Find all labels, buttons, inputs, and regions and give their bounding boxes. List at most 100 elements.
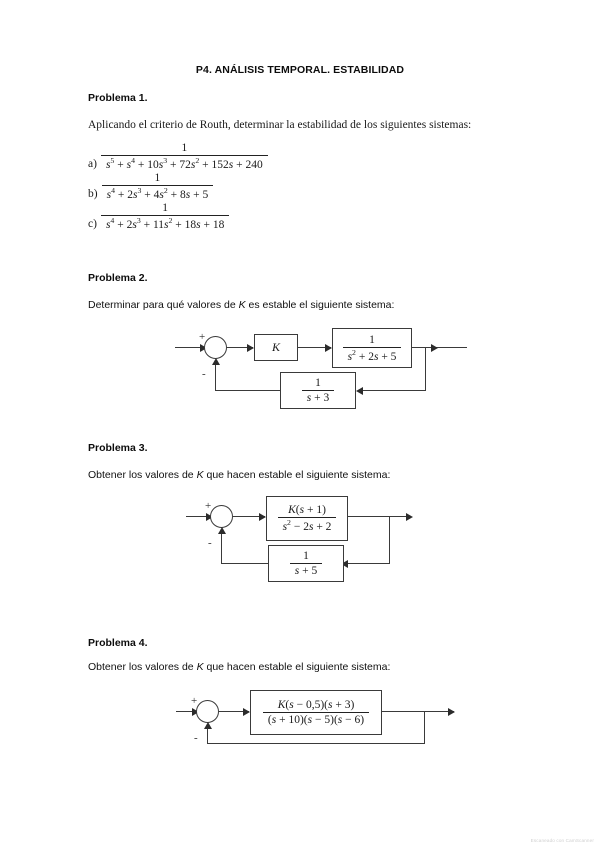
p3-feedback-return-wire [344,563,390,564]
p4-plant-input-arrow-icon [243,707,250,716]
p4-summing-junction [196,700,219,723]
item-c-numerator: 1 [162,202,169,214]
p4-sum-to-plant-wire [219,711,249,712]
p4-feedback-tap-wire [424,711,425,744]
problem-3-heading: Problema 3. [88,442,148,454]
problem-4-statement: Obtener los valores de K que hacen estab… [88,661,390,673]
problem-3-statement-after: que hacen estable el siguiente sistema: [203,469,391,481]
problem-1-item-a: a) 1 s5 + s4 + 10s3 + 72s2 + 152s + 240 [88,142,268,171]
p3-feedback-to-sum-wire [221,563,268,564]
p4-plant-fraction: K(s − 0,5)(s + 3) (s + 10)(s − 5)(s − 6) [262,698,370,726]
problem-4-block-diagram: + - K(s − 0,5)(s + 3) (s + 10)(s − 5)(s … [176,690,456,752]
problem-3-statement-var: K [196,469,204,481]
problem-2-statement-after: es estable el siguiente sistema: [245,299,395,311]
p3-sum-plus-sign: + [205,500,212,512]
p2-gain-label: K [271,340,280,354]
p3-sum-to-plant-wire [233,516,265,517]
p3-feedback-input-arrow-icon [341,559,348,568]
item-a-label: a) [88,157,97,170]
item-c-denominator: s4 + 2s3 + 11s2 + 18s + 18 [100,215,230,231]
p3-summing-junction [210,505,233,528]
p3-output-wire [348,516,410,517]
p3-plant-numerator: K(s + 1) [288,504,326,517]
p2-plant-denominator: s2 + 2s + 5 [342,346,402,363]
p2-plant-input-arrow-icon [325,343,332,352]
p2-feedback-fraction: 1 s + 3 [301,376,335,404]
p4-sum-feedback-arrow-icon [203,722,212,729]
p3-sum-feedback-arrow-icon [217,527,226,534]
problem-3-statement: Obtener los valores de K que hacen estab… [88,469,390,481]
p3-feedback-block: 1 s + 5 [268,545,344,582]
problem-3-statement-before: Obtener los valores de [88,469,197,481]
p2-feedback-return-wire [359,390,426,391]
p4-feedback-return-wire [207,743,425,744]
p2-sum-plus-sign: + [199,331,206,343]
page-title: P4. ANÁLISIS TEMPORAL. ESTABILIDAD [195,64,405,76]
problem-1-item-c: c) 1 s4 + 2s3 + 11s2 + 18s + 18 [88,202,230,231]
problem-4-statement-before: Obtener los valores de [88,661,197,673]
item-c-label: c) [88,217,97,230]
p4-sum-minus-sign: - [194,732,198,744]
problem-4-heading: Problema 4. [88,637,148,649]
p4-plant-denominator: (s + 10)(s − 5)(s − 6) [262,712,370,726]
problem-1-item-b: b) 1 s4 + 2s3 + 4s2 + 8s + 5 [88,172,214,201]
p4-plant-block: K(s − 0,5)(s + 3) (s + 10)(s − 5)(s − 6) [250,690,382,735]
scanner-watermark: Escaneado con CamScanner [530,838,594,843]
p3-input-wire [186,516,208,517]
p2-gain-to-plant-wire [298,347,331,348]
item-a-denominator: s5 + s4 + 10s3 + 72s2 + 152s + 240 [100,155,268,171]
item-a-numerator: 1 [181,142,188,154]
p4-sum-plus-sign: + [191,695,198,707]
p3-feedback-denominator: s + 5 [289,563,323,577]
p3-output-arrow-icon [406,512,413,521]
p2-sum-minus-sign: - [202,368,206,380]
item-a-fraction: 1 s5 + s4 + 10s3 + 72s2 + 152s + 240 [100,142,268,171]
p2-plant-numerator: 1 [369,333,375,346]
p2-feedback-block: 1 s + 3 [280,372,356,409]
problem-4-statement-after: que hacen estable el siguiente sistema: [203,661,391,673]
p3-input-arrow-icon [206,512,213,521]
p2-feedback-input-arrow-icon [356,386,363,395]
problem-2-statement-before: Determinar para qué valores de [88,299,239,311]
p2-feedback-riser-wire [215,361,216,390]
p2-input-wire [175,347,202,348]
p2-summing-junction [204,336,227,359]
item-b-label: b) [88,187,98,200]
p2-plant-block: 1 s2 + 2s + 5 [332,328,412,368]
problem-3-block-diagram: + - K(s + 1) s2 − 2s + 2 1 s + 5 [186,496,436,597]
p2-output-arrow-icon [431,343,438,352]
p2-input-arrow-icon [200,343,207,352]
p3-feedback-tap-wire [389,516,390,564]
problem-1-statement: Aplicando el criterio de Routh, determin… [88,119,472,131]
p2-output-wire [412,347,467,348]
p3-sum-minus-sign: - [208,537,212,549]
p2-feedback-to-sum-wire [215,390,280,391]
p2-feedback-tap-wire [425,347,426,391]
p4-output-wire [382,711,454,712]
p3-feedback-riser-wire [221,530,222,563]
problem-4-statement-var: K [196,661,204,673]
p2-plant-fraction: 1 s2 + 2s + 5 [342,333,402,363]
problem-2-statement-var: K [238,299,246,311]
p4-plant-numerator: K(s − 0,5)(s + 3) [277,698,355,711]
p3-plant-block: K(s + 1) s2 − 2s + 2 [266,496,348,541]
p2-feedback-denominator: s + 3 [301,390,335,404]
p2-gain-block: K [254,334,298,361]
p4-output-arrow-icon [448,707,455,716]
p3-feedback-numerator: 1 [303,549,309,562]
problem-2-statement: Determinar para qué valores de K es esta… [88,299,394,311]
p2-sum-feedback-arrow-icon [211,358,220,365]
p3-feedback-fraction: 1 s + 5 [289,549,323,577]
item-c-fraction: 1 s4 + 2s3 + 11s2 + 18s + 18 [100,202,230,231]
problem-2-heading: Problema 2. [88,272,148,284]
p3-plant-fraction: K(s + 1) s2 − 2s + 2 [277,504,337,533]
item-b-numerator: 1 [154,172,161,184]
p2-feedback-numerator: 1 [315,376,321,389]
item-b-fraction: 1 s4 + 2s3 + 4s2 + 8s + 5 [101,172,214,201]
p2-sum-to-gain-wire [227,347,253,348]
problem-1-heading: Problema 1. [88,92,148,104]
item-b-denominator: s4 + 2s3 + 4s2 + 8s + 5 [101,185,214,201]
p3-plant-denominator: s2 − 2s + 2 [277,517,337,533]
p2-gain-input-arrow-icon [247,343,254,352]
